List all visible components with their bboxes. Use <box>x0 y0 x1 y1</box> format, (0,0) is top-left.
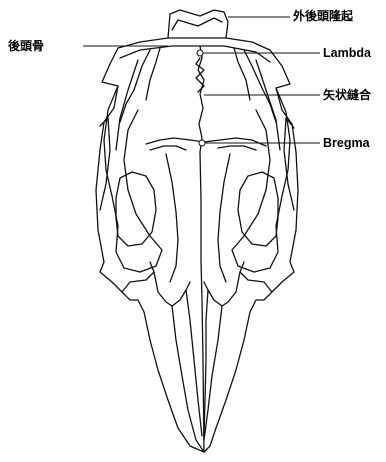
left-orbit <box>116 172 156 246</box>
coronal-suture <box>146 138 266 146</box>
skull-right-contour <box>204 66 298 452</box>
label-occipital-bone: 後頭骨 <box>8 39 44 53</box>
right-frontal-ridge <box>218 154 230 282</box>
label-external-occipital-protuberance: 外後頭隆起 <box>293 9 353 23</box>
label-sagittal-suture: 矢状縫合 <box>323 88 371 102</box>
left-nasal-inner <box>186 290 202 436</box>
skull-left-contour <box>96 64 204 452</box>
occipital-protuberance <box>168 10 228 38</box>
right-zygomatic-arch <box>232 88 290 272</box>
right-maxilla <box>204 272 240 306</box>
lambda-marker <box>197 50 203 56</box>
sagittal-midline <box>198 46 204 452</box>
left-temporal-line <box>120 50 150 122</box>
left-maxilla-process <box>122 262 154 292</box>
right-parietal-ridge <box>256 60 280 150</box>
right-maxilla-process <box>240 262 272 292</box>
left-nasal-bone <box>172 306 204 452</box>
right-orbit <box>238 172 278 246</box>
coronal-suture-detail <box>150 146 256 150</box>
bregma-marker <box>199 140 205 146</box>
left-frontal-ridge <box>166 154 178 282</box>
occipital-protuberance-inner <box>172 18 222 30</box>
label-lambda: Lambda <box>323 46 371 60</box>
skull-outline <box>96 10 298 452</box>
right-temporal-line <box>244 50 276 122</box>
label-bregma: Bregma <box>323 136 370 150</box>
left-zygomatic-arch <box>104 86 162 272</box>
occipital-crest-inner <box>120 46 270 62</box>
left-temporal-line-2 <box>146 48 160 100</box>
